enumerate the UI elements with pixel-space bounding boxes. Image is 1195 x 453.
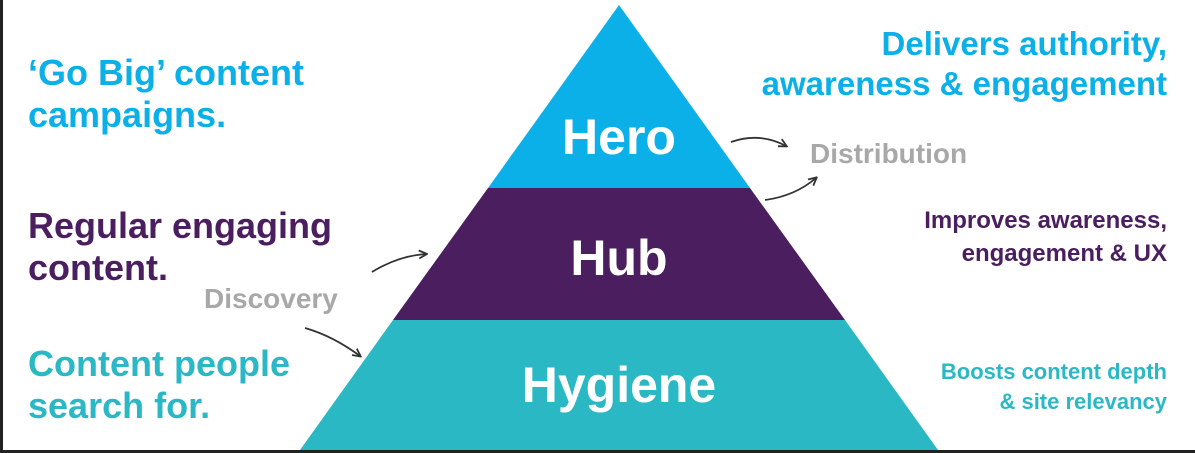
hygiene-benefit-right: Boosts content depth & site relevancy (941, 357, 1167, 417)
hygiene-tier-label: Hygiene (522, 357, 717, 413)
hub-tier-label: Hub (570, 230, 667, 286)
hygiene-benefit-line-2: & site relevancy (999, 389, 1167, 414)
hero-description-left: ‘Go Big’ content campaigns. (28, 52, 304, 136)
hygiene-benefit-line-1: Boosts content depth (940, 359, 1167, 384)
hygiene-desc-line-2: search for. (28, 385, 211, 426)
hero-desc-line-2: campaigns. (28, 94, 227, 135)
hub-benefit-line-1: Improves awareness, (924, 207, 1167, 234)
discovery-arrow-top (371, 254, 426, 273)
hero-tier-label: Hero (562, 109, 676, 165)
hub-benefit-right: Improves awareness, engagement & UX (924, 204, 1167, 270)
bottom-border (0, 450, 1195, 453)
left-border (0, 0, 3, 453)
hero-benefit-line-1: Delivers authority, (881, 25, 1167, 62)
hero-benefit-line-2: awareness & engagement (761, 65, 1167, 102)
distribution-arrow-top (730, 136, 786, 146)
hub-desc-line-1: Regular engaging (28, 205, 333, 246)
hub-benefit-line-2: engagement & UX (961, 240, 1167, 267)
hygiene-desc-line-1: Content people (28, 343, 290, 384)
distribution-arrow-bottom (764, 178, 816, 201)
hygiene-description-left: Content people search for. (28, 343, 290, 427)
hub-description-left: Regular engaging content. (28, 205, 332, 289)
discovery-arrow-bottom (304, 327, 360, 356)
hub-tier (393, 188, 845, 320)
hero-benefit-right: Delivers authority, awareness & engageme… (762, 24, 1167, 104)
hero-tier (488, 5, 750, 188)
discovery-label: Discovery (204, 283, 338, 314)
hygiene-tier (300, 320, 938, 450)
distribution-label: Distribution (810, 138, 967, 169)
hero-desc-line-1: ‘Go Big’ content (28, 52, 304, 93)
hub-desc-line-2: content. (28, 247, 168, 288)
